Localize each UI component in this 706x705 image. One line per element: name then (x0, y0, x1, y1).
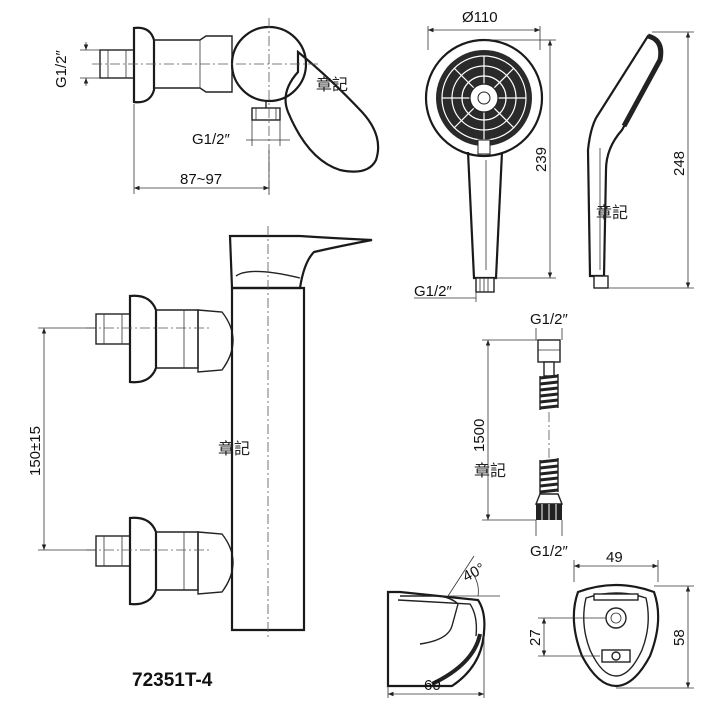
holder-side-view (386, 555, 500, 698)
hose-coil-bottom (539, 458, 559, 494)
label-holder-offset: 27 (527, 629, 544, 646)
watermark-2: 章記 (596, 203, 628, 222)
label-handshower-thread: G1/2″ (414, 283, 453, 300)
label-inlet-thread-top: G1/2″ (53, 49, 70, 88)
wall-flange-top (132, 26, 156, 104)
label-holder-width: 49 (606, 549, 623, 566)
label-inlet-spacing: 150±15 (27, 426, 44, 476)
mixer-top-view (80, 18, 380, 198)
holder-screw-hole-top (605, 607, 627, 629)
label-wall-depth: 87~97 (180, 171, 222, 188)
handshower-thread (475, 277, 495, 293)
wall-flange-upper (128, 294, 158, 384)
watermark-3: 章記 (218, 439, 250, 458)
label-handshower-diameter: Ø110 (462, 9, 498, 26)
inlet-nut-upper (95, 313, 131, 345)
label-outlet-thread: G1/2″ (192, 131, 231, 148)
handshower-front-view (414, 26, 556, 302)
holder-front-view (538, 560, 694, 689)
wall-flange-lower (128, 516, 158, 606)
handshower-side-view (586, 31, 694, 289)
mixer-front-view (38, 226, 373, 640)
watermark-4: 章記 (474, 461, 506, 480)
holder-plate (572, 583, 660, 688)
inlet-nut-lower (95, 535, 131, 567)
label-handshower-length: 239 (533, 147, 550, 172)
mixer-lever (228, 234, 373, 290)
hose-coil-top (539, 374, 559, 410)
label-hose-length: 1500 (471, 419, 488, 452)
hose-top-nut (537, 339, 561, 363)
lever-handle (284, 49, 380, 173)
handshower-side-body (586, 34, 662, 278)
holder-screw-hole-bottom (611, 651, 621, 661)
label-holder-depth: 60 (424, 677, 441, 694)
model-number: 72351T-4 (132, 670, 213, 691)
label-holder-angle: 40° (460, 560, 488, 586)
label-hose-top-thread: G1/2″ (530, 311, 569, 328)
watermark-1: 章記 (316, 75, 348, 94)
hose-view (482, 328, 564, 536)
label-holder-height: 58 (671, 629, 688, 646)
label-handshower-side-length: 248 (671, 151, 688, 176)
holder-side-body (386, 590, 486, 688)
upper-neck (156, 309, 199, 369)
lower-neck (156, 531, 199, 591)
handshower-grip (466, 151, 504, 280)
label-hose-bottom-thread: G1/2″ (530, 543, 569, 560)
